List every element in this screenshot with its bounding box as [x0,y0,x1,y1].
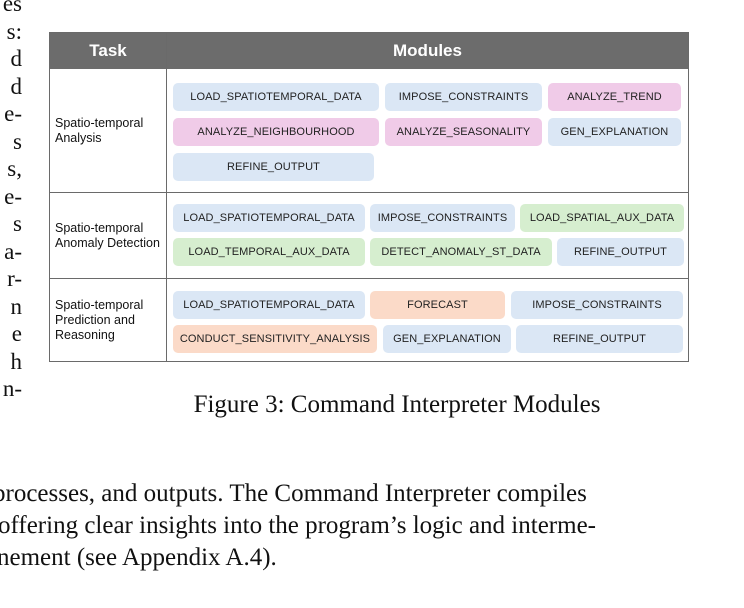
left-column-text: es s: d d e- s s, e- s a- r- n e h n- [0,0,22,403]
left-line: es [2,0,22,16]
left-line: e- [4,183,22,209]
module-chip: ANALYZE_SEASONALITY [385,118,542,146]
module-chip: LOAD_SPATIOTEMPORAL_DATA [173,83,379,111]
left-line: s [13,211,22,236]
module-chip: GEN_EXPLANATION [383,325,511,353]
module-chip: LOAD_SPATIAL_AUX_DATA [520,204,684,232]
left-line: d [10,46,23,71]
body-text-line: nement (see Appendix A.4). [0,544,277,571]
module-chip: LOAD_SPATIOTEMPORAL_DATA [173,291,365,319]
modules-table: Task Modules Spatio-temporal Analysis LO… [49,32,689,362]
left-line: s: [6,18,22,44]
column-divider [166,33,167,361]
task-label: Spatio-temporal Anomaly Detection [55,220,160,250]
module-chip: ANALYZE_NEIGHBOURHOOD [173,118,379,146]
left-line: d [10,73,23,99]
left-line: h [10,348,23,374]
body-text-line: offering clear insights into the program… [0,512,596,539]
header-modules: Modules [393,41,462,60]
module-chip: FORECAST [370,291,505,319]
left-line: e [11,321,22,346]
module-chip: IMPOSE_CONSTRAINTS [370,204,515,232]
left-line: s [13,128,22,154]
module-chip: DETECT_ANOMALY_ST_DATA [370,238,552,266]
module-chip: IMPOSE_CONSTRAINTS [385,83,542,111]
task-label: Spatio-temporal Prediction and Reasoning [55,298,144,342]
module-chip: LOAD_TEMPORAL_AUX_DATA [173,238,365,266]
module-chip: REFINE_OUTPUT [557,238,684,266]
module-chip: IMPOSE_CONSTRAINTS [511,291,683,319]
caption-text: Figure 3: Command Interpreter Modules [193,391,601,418]
body-text-line: processes, and outputs. The Command Inte… [0,480,587,507]
left-line: n [10,293,23,319]
left-line: s, [7,156,22,181]
module-chip: CONDUCT_SENSITIVITY_ANALYSIS [173,325,377,353]
left-line: e- [4,101,22,126]
header-task: Task [89,41,127,60]
row-divider [50,192,688,193]
module-chip: ANALYZE_TREND [548,83,681,111]
left-line: r- [7,266,22,291]
figure-caption: Figure 3: Command Interpreter Modules [0,391,744,419]
left-line: a- [4,238,22,264]
module-chip: LOAD_SPATIOTEMPORAL_DATA [173,204,365,232]
left-line: n- [2,376,22,401]
module-chip: GEN_EXPLANATION [548,118,681,146]
module-chip: REFINE_OUTPUT [516,325,683,353]
table-header: Task Modules [50,33,688,69]
row-divider [50,278,688,279]
module-chip: REFINE_OUTPUT [173,153,374,181]
task-label: Spatio-temporal Analysis [55,116,144,145]
